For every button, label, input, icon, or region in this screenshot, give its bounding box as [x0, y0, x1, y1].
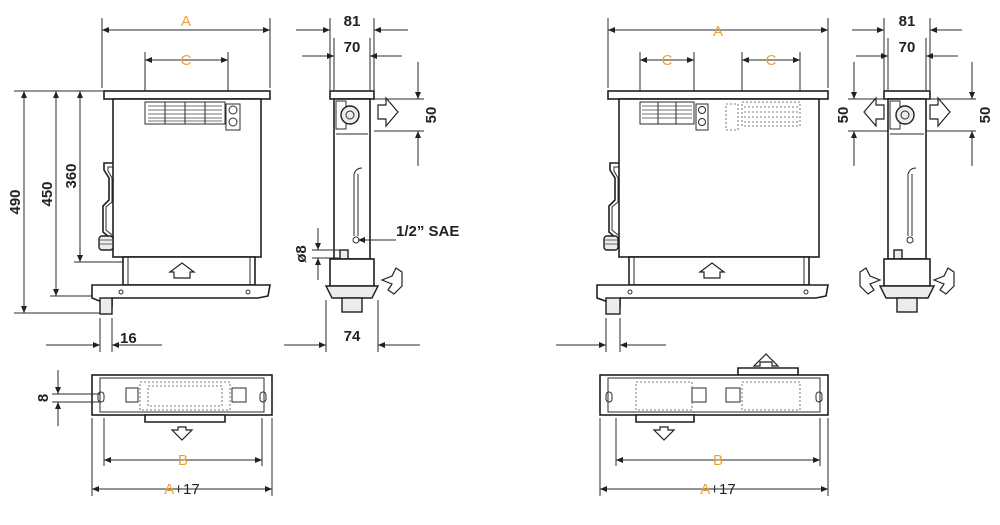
dim-50-label: 50 [423, 107, 440, 124]
fan-grill-right-b [725, 101, 801, 131]
dim-c-label-right: C [766, 52, 777, 69]
airflow-right-arrow [377, 96, 399, 128]
top-lid-right [607, 90, 829, 100]
dim-50-label-right-b: 50 [977, 107, 994, 124]
cabinet-body-right [618, 98, 820, 258]
top-view-outline [91, 374, 273, 416]
valve-knob [98, 235, 114, 251]
fan-grill-right-a [639, 101, 709, 131]
drain-foot [99, 297, 113, 315]
dim-a-label: A [181, 13, 191, 30]
dim-a-plus-17-label: A+17 [164, 481, 199, 498]
right-front-view: A C C [556, 18, 829, 352]
right-top-view: B A+17 [599, 353, 829, 498]
left-front-view: A C [7, 13, 271, 352]
drain-cup [324, 285, 380, 299]
airflow-up-arrow-top [752, 353, 780, 367]
dim-b-label-right: B [713, 452, 723, 469]
thread-label: 1/2” SAE [396, 223, 459, 240]
dim-50-label-right-a: 50 [835, 107, 852, 124]
fan-grill [144, 101, 241, 131]
dim-c-label: C [181, 52, 192, 69]
dim-450-label: 450 [39, 181, 56, 206]
dim-b-label: B [178, 452, 188, 469]
dim-c-label-left: C [662, 52, 673, 69]
dim-70-label-right: 70 [899, 39, 916, 56]
airflow-intake-arrow [380, 267, 403, 295]
dim-a-label-right: A [713, 23, 723, 40]
cabinet-body [112, 98, 262, 258]
dim-360-label: 360 [63, 163, 80, 188]
dim-490-label: 490 [7, 189, 24, 214]
airflow-up-arrow [168, 262, 196, 279]
base-tray [91, 284, 271, 308]
side-pipe-vertical [353, 174, 359, 236]
airflow-down-arrow [170, 426, 194, 441]
dim-81-label-right: 81 [899, 13, 916, 30]
dim-a-plus-17-label-right: A+17 [700, 481, 735, 498]
left-side-view: 81 70 50 1/2” SAE [284, 13, 459, 352]
dim-8-label: 8 [35, 394, 52, 402]
side-lid [329, 90, 375, 100]
dim-70-label: 70 [344, 39, 361, 56]
fan-wheel [340, 105, 360, 125]
right-side-view: 81 70 50 50 [835, 13, 994, 313]
top-lid [103, 90, 271, 100]
left-top-view: 8 B A+17 [35, 370, 273, 498]
airflow-left-arrow [863, 96, 885, 128]
dim-16-label: 16 [120, 330, 137, 347]
dim-74-label: 74 [344, 328, 361, 345]
dim-diameter-8-label: ø8 [293, 245, 310, 263]
dim-81-label: 81 [344, 13, 361, 30]
airflow-right-arrow-2 [929, 96, 951, 128]
